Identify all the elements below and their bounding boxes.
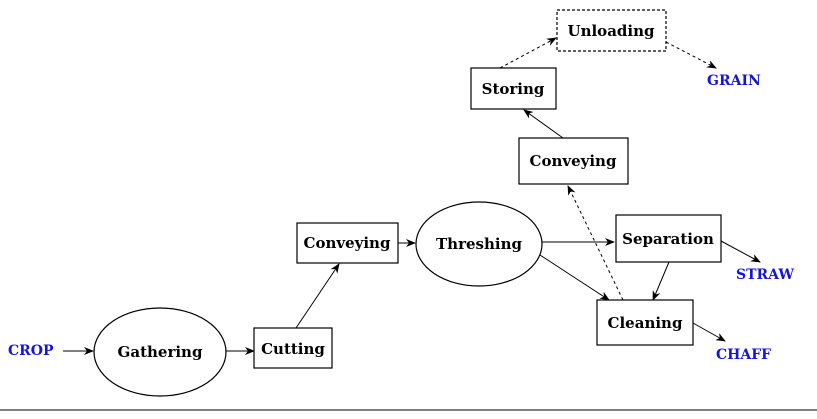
node-cutting-label: Cutting xyxy=(261,340,325,358)
node-unloading: Unloading xyxy=(556,9,667,52)
edge-separation-to-straw xyxy=(720,240,761,263)
edge-unloading-to-grain-dashed xyxy=(665,41,717,69)
output-chaff: CHAFF xyxy=(716,347,771,363)
node-storing-label: Storing xyxy=(482,80,545,98)
node-cutting: Cutting xyxy=(253,327,333,369)
node-conveying-lower: Conveying xyxy=(296,222,399,264)
node-storing: Storing xyxy=(470,67,557,110)
node-cleaning-label: Cleaning xyxy=(608,314,683,332)
edge-cutting-to-conveying xyxy=(295,263,340,329)
edge-conveying-to-storing xyxy=(523,109,564,139)
input-crop: CROP xyxy=(8,343,54,359)
edge-threshing-to-cleaning xyxy=(539,254,610,301)
node-threshing: Threshing xyxy=(415,201,543,287)
node-gathering: Gathering xyxy=(93,307,227,397)
output-grain: GRAIN xyxy=(707,73,761,89)
node-cleaning: Cleaning xyxy=(596,299,694,346)
edge-cleaning-to-chaff xyxy=(692,322,726,342)
edge-cleaning-to-conveying-dashed xyxy=(567,185,624,301)
node-threshing-label: Threshing xyxy=(436,235,522,253)
node-separation: Separation xyxy=(615,214,722,263)
node-conveying-upper-label: Conveying xyxy=(530,152,617,170)
node-separation-label: Separation xyxy=(622,230,714,248)
edge-separation-to-cleaning xyxy=(652,261,670,301)
node-gathering-label: Gathering xyxy=(118,343,203,361)
node-unloading-label: Unloading xyxy=(568,22,656,40)
edge-storing-to-unloading-dashed xyxy=(499,37,557,69)
output-straw: STRAW xyxy=(736,267,794,283)
node-conveying-upper: Conveying xyxy=(518,137,629,185)
node-conveying-lower-label: Conveying xyxy=(304,234,391,252)
